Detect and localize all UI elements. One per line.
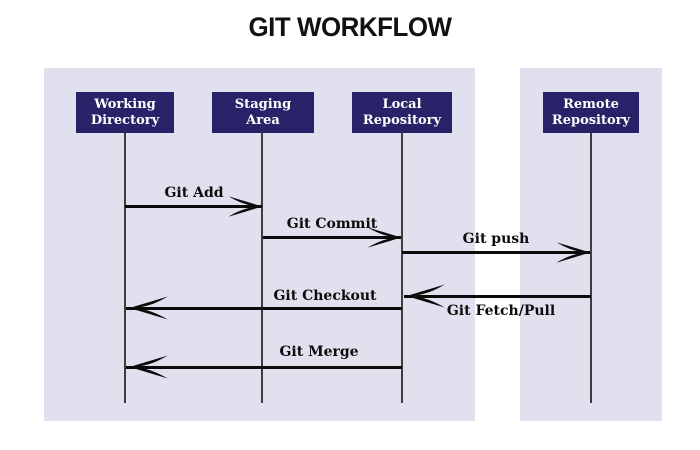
arrow-shaft <box>126 366 402 369</box>
actor-remote-repository: Remote Repository <box>543 92 639 133</box>
arrow-shaft <box>125 205 262 208</box>
arrowhead-right-icon <box>367 227 402 248</box>
arrowhead-left-icon <box>129 296 168 320</box>
lifeline-working-directory <box>124 133 126 403</box>
actor-working-directory: Working Directory <box>76 92 174 133</box>
arrow-shaft <box>263 236 401 239</box>
lifeline-local-repository <box>401 133 403 403</box>
arrow-label-git-checkout: Git Checkout <box>273 288 377 304</box>
arrow-label-git-push: Git push <box>462 231 530 247</box>
arrow-label-git-commit: Git Commit <box>286 216 378 232</box>
lifeline-staging-area <box>261 133 263 403</box>
actor-staging-area: Staging Area <box>212 92 314 133</box>
arrowhead-left-icon <box>129 355 168 379</box>
arrow-label-git-add: Git Add <box>164 185 224 201</box>
arrowhead-right-icon <box>556 242 591 263</box>
arrow-label-git-merge: Git Merge <box>279 344 359 360</box>
arrow-shaft <box>402 251 590 254</box>
diagram-title: GIT WORKFLOW <box>248 12 452 42</box>
arrowhead-right-icon <box>228 196 263 217</box>
arrow-label-git-fetch-pull: Git Fetch/Pull <box>446 303 556 319</box>
arrow-shaft <box>404 295 591 298</box>
arrowhead-left-icon <box>406 284 445 308</box>
arrow-shaft <box>126 307 402 310</box>
actor-local-repository: Local Repository <box>352 92 452 133</box>
lifeline-remote-repository <box>590 133 592 403</box>
